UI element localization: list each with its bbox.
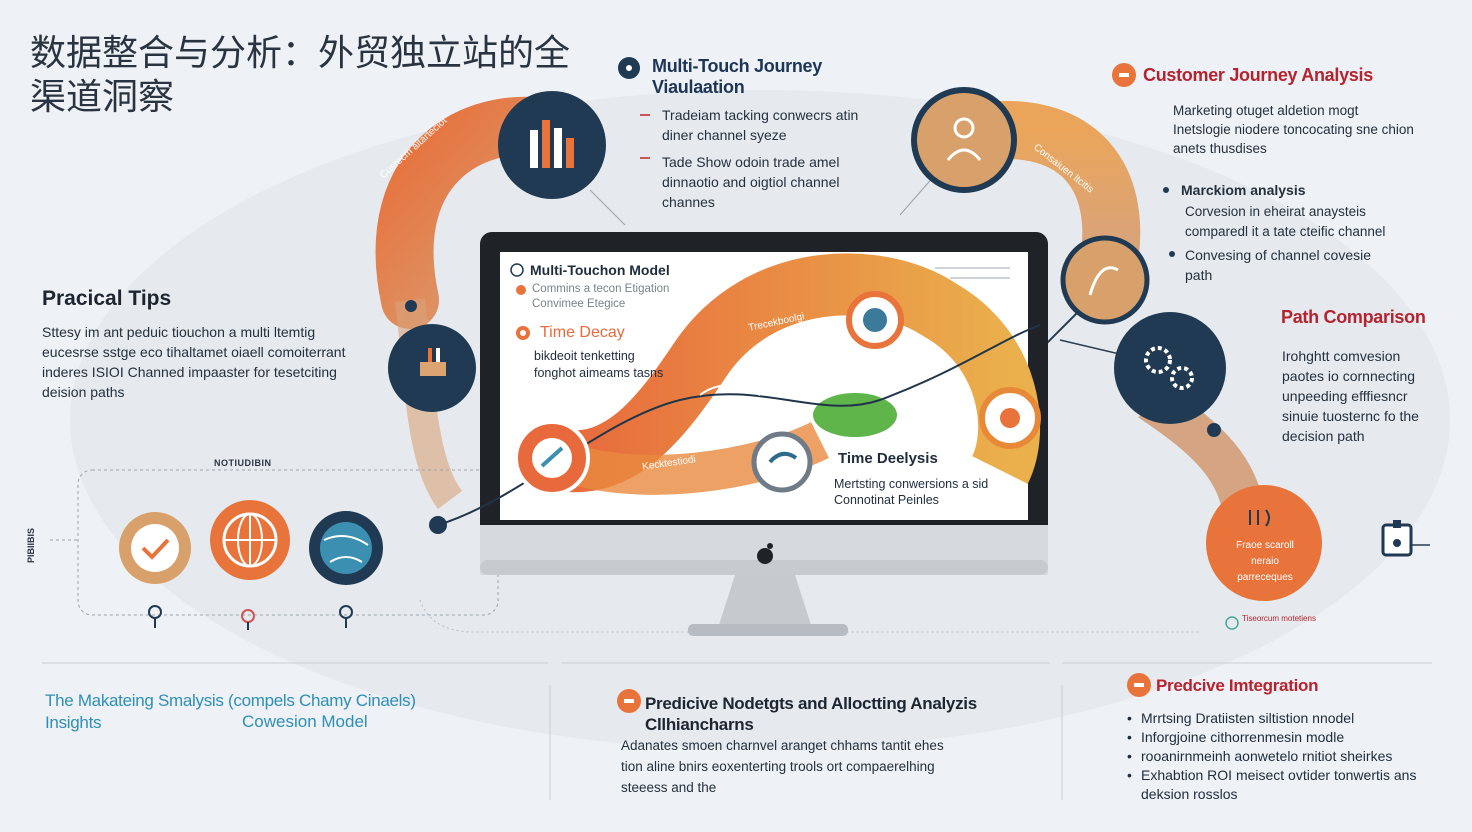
screen-arc [554,253,1041,493]
screen-dealysis-body: Mertsting conwersions a sid Connotinat P… [834,477,989,507]
screen-legend-2: Convimee Etegice [532,298,626,310]
screen-model-title: Multi-Touchon Model [530,262,670,278]
heading-bullet-icon [618,57,640,79]
gear-icon [979,387,1041,449]
badge-note: Tiseorcum motetiens [1242,614,1316,623]
page-title: 数据整合与分析：外贸独立站的全渠道洞察 [30,33,571,118]
dot [405,300,417,312]
journey-item-1: Marketing otuget aldetion mogt Inetslogi… [1173,103,1414,156]
screen-decay-body: bikdeoit tenketting fonghot aimeams tasn… [534,349,664,380]
left-panel-top-label: NOTIUDIBIN [214,458,272,468]
footer-right-list: Mrrtsing Dratiisten siltistion nnodel In… [1127,709,1432,804]
tips-body: Sttesy im ant peduic tiouchon a multi lt… [42,324,346,400]
footer-mid-body: Adanates smoen charnvel aranget chhams t… [621,738,944,795]
heading-bullet-icon [1112,63,1136,87]
dot [429,516,447,534]
dot [1207,423,1221,437]
world-icon [309,511,383,585]
check-icon [119,512,191,584]
screen-dealysis-heading: Time Deelysis [838,450,938,467]
gears-icon [1114,312,1226,424]
multitouch-item-1: Tradeiam tacking conwecrs atin diner cha… [662,107,859,143]
pin-icon [241,609,255,630]
link-icon [514,420,590,496]
badge-circle [1206,485,1322,601]
footer-left-sub: Cowesion Model [242,712,368,731]
multitouch-heading: Multi-Touch Journey Viaulaation [652,56,822,97]
screen-decay-heading: Time Decay [540,324,625,341]
screen-legend-1: Commins a tecon Etigation [532,283,670,295]
legend-dot-icon [516,285,526,295]
heading-bullet-icon [617,689,641,713]
globe-icon [210,500,290,580]
lock-icon [1381,520,1413,557]
list-item: Mrrtsing Dratiisten siltistion nnodel [1127,709,1432,728]
list-item: rooanirnmeinh aonwetelo rnitiot sheirkes [1127,747,1432,766]
journey-item-2-title: Marckiom analysis [1181,182,1306,198]
journey-heading: Customer Journey Analysis [1143,65,1373,85]
lamp-icon [1060,235,1150,325]
multitouch-item-2: Tade Show odoin trade amel dinnaotio and… [662,154,840,210]
footer-mid-title: Predicive Nodetgts and Alloctting Analyz… [645,694,977,734]
footer-right-title: Predcive Imtegration [1156,676,1319,695]
info-icon [510,263,524,277]
list-item: Exhabtion ROI meisect ovtider tonwertis … [1127,766,1432,804]
pin-icon [339,605,353,628]
list-item: Inforgjoine cithorrenmesin modle [1127,728,1432,747]
badge-text: Fraoe scaroll neraio parreceques [1236,540,1294,583]
tips-heading: Pracical Tips [42,287,172,310]
bar-chart-icon [498,91,606,199]
chat-icon [846,291,904,349]
path-heading: Path Comparison [1281,307,1426,327]
refresh-icon [751,431,813,493]
person-icon [911,87,1017,193]
path-body: Irohghtt comvesion paotes io cornnecting… [1282,348,1419,444]
footer-left-title: The Makateing Smalysis (compels Chamy Ci… [45,691,416,732]
pin-icon [148,605,162,628]
journey-item-3: Convesing of channel covesie path [1185,247,1372,283]
journey-item-2: Corvesion in eheirat anaysteis comparedl… [1185,204,1386,239]
left-panel-side-label: PIBIIBIS [26,527,36,563]
heading-bullet-icon [1127,673,1151,697]
toolbox-icon [388,324,476,412]
badge-note-icon [1225,616,1239,630]
legend-dot-icon [516,326,530,340]
